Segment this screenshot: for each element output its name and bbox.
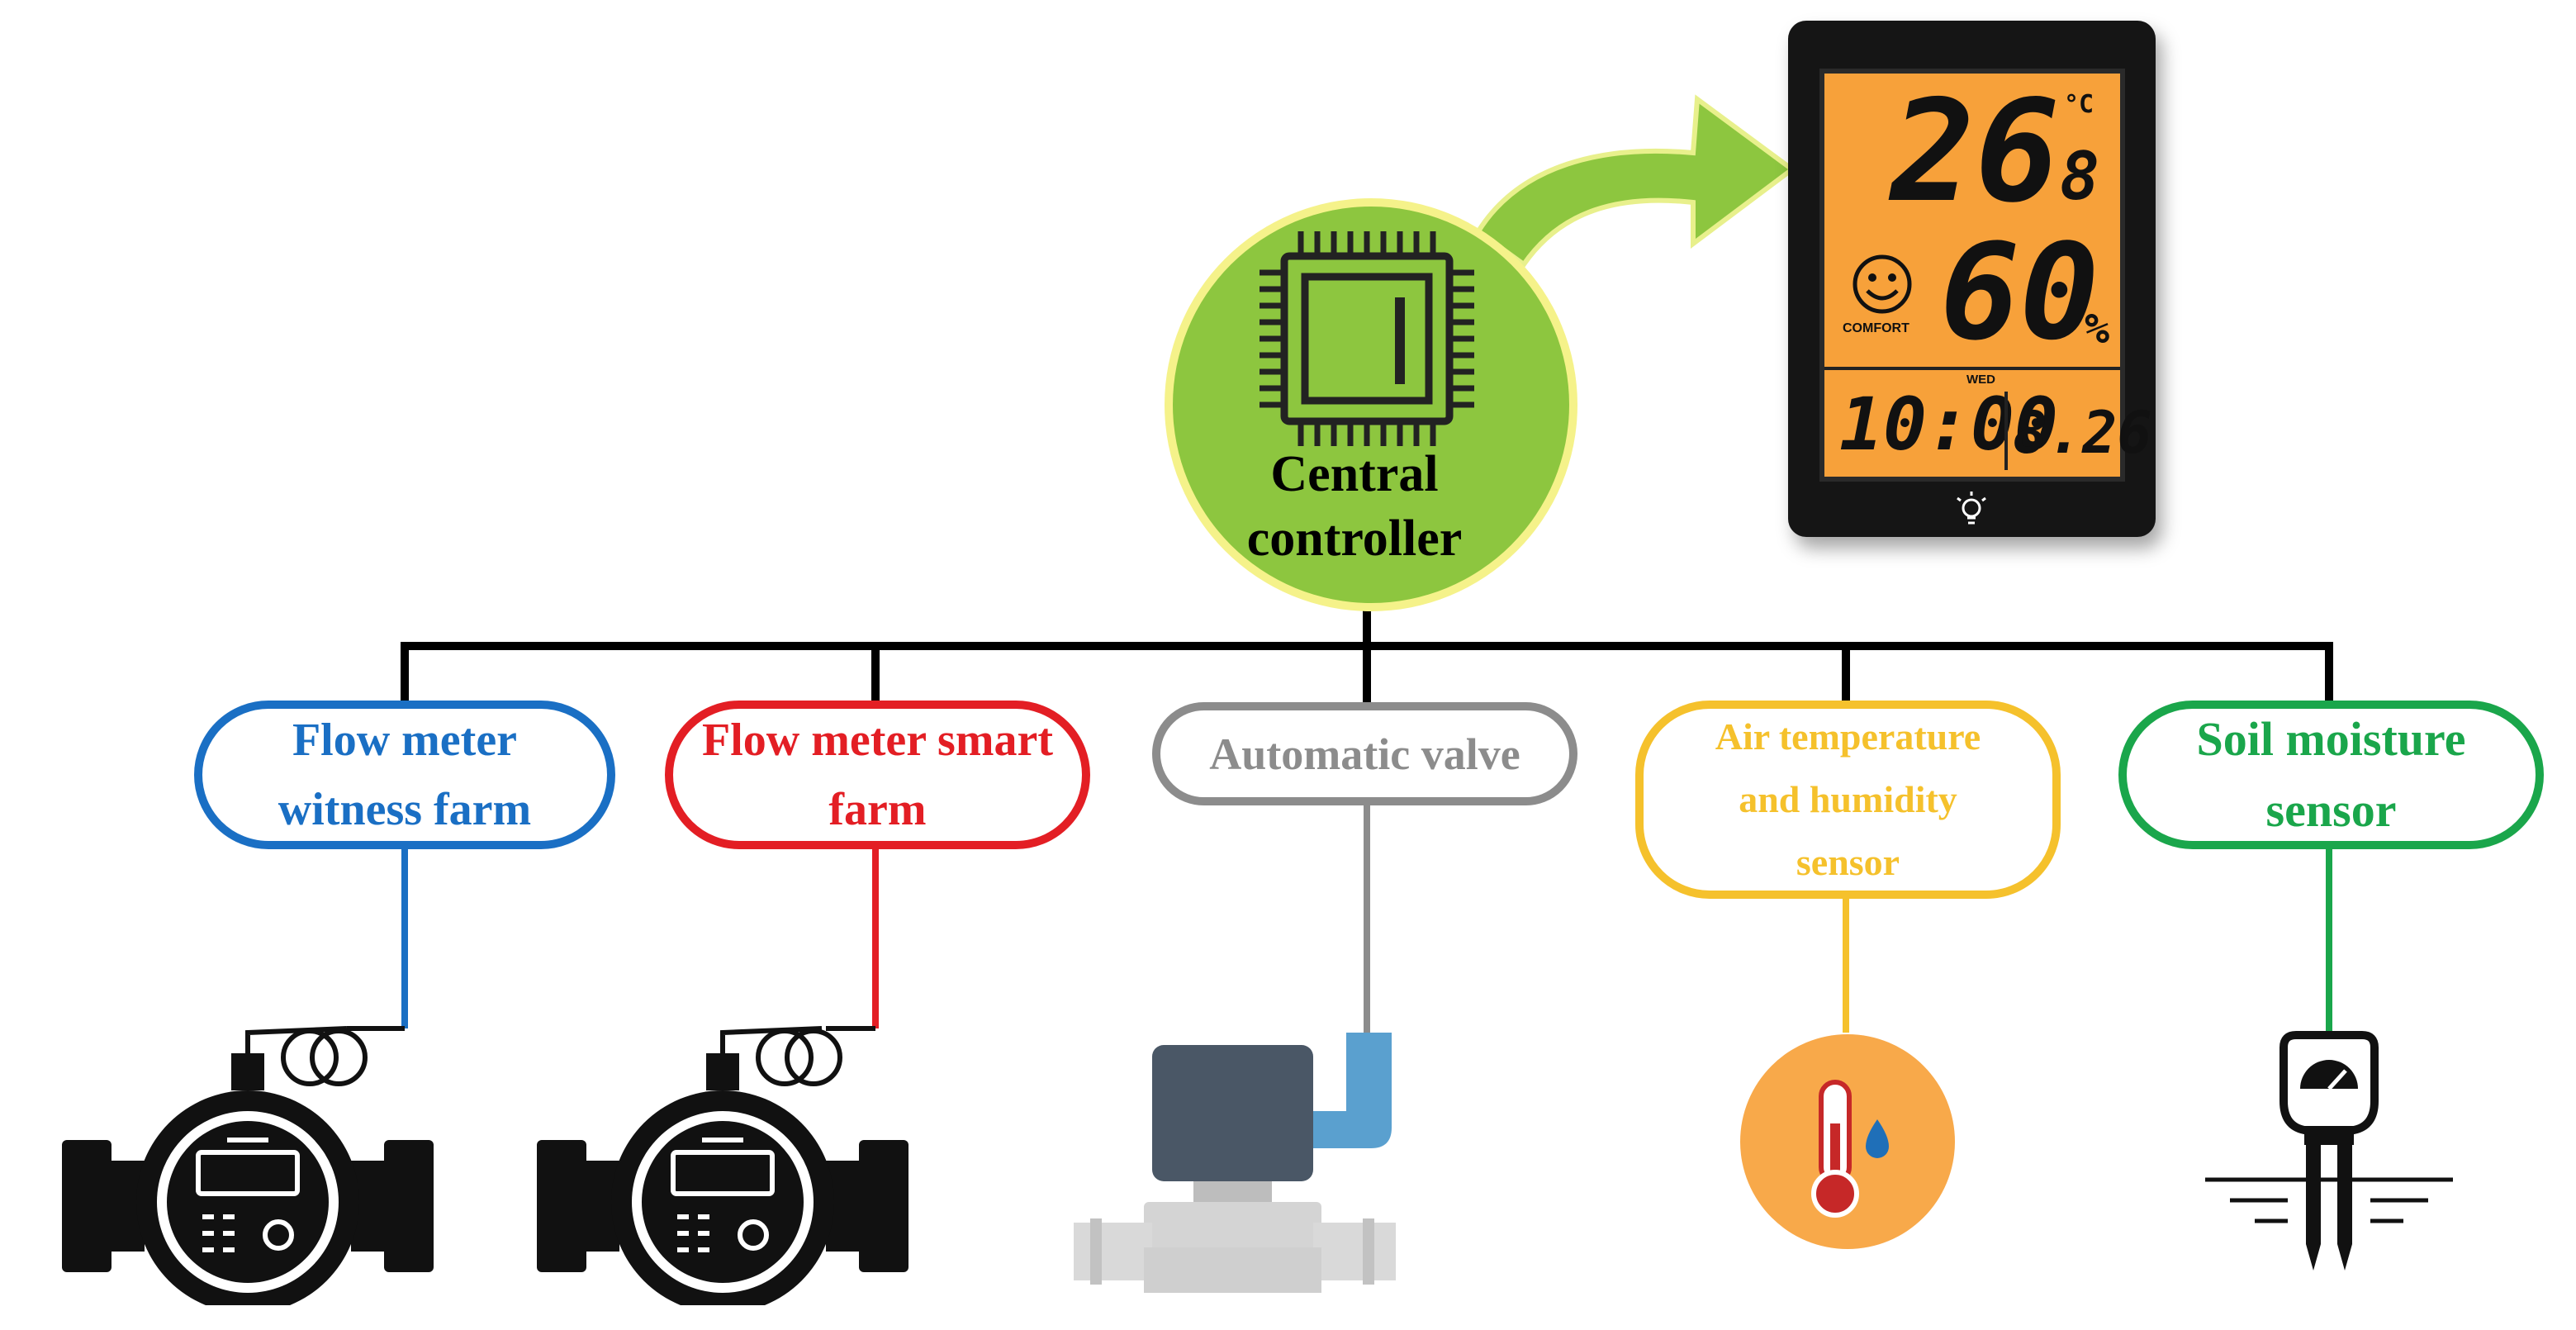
node-pill-automatic-valve: Automatic valve bbox=[1152, 702, 1577, 805]
node-label-line: Air temperature bbox=[1715, 715, 1981, 758]
solenoid-valve-icon bbox=[1074, 1033, 1396, 1293]
controller-label: Central controller bbox=[1246, 446, 1463, 567]
curved-arrow-icon bbox=[1474, 94, 1797, 268]
time-value: 10:00 bbox=[1839, 382, 2058, 467]
humidity-unit: % bbox=[2085, 305, 2110, 353]
node-label-line: sensor bbox=[1796, 841, 1900, 883]
node-label-line: sensor bbox=[2265, 783, 2397, 837]
humidity-value: 60 bbox=[1940, 215, 2099, 369]
smiley-icon bbox=[1853, 254, 1912, 314]
lightbulb-icon bbox=[1957, 492, 1986, 525]
node-label-line: Soil moisture bbox=[2196, 712, 2466, 766]
central-controller bbox=[1165, 198, 1577, 611]
display-device: 26 8 °C COMFORT 60 % WED 10:00 8.26 bbox=[1788, 21, 2156, 537]
day-label: WED bbox=[1966, 373, 1995, 387]
temperature-decimal: 8 bbox=[2060, 138, 2100, 215]
flow-meter-icon bbox=[537, 1026, 908, 1305]
node-label-line: witness farm bbox=[278, 784, 532, 835]
node-pill-flow-meter-smart: Flow meter smart farm bbox=[665, 701, 1090, 849]
temperature-unit: °C bbox=[2064, 90, 2094, 119]
comfort-label: COMFORT bbox=[1843, 321, 1909, 335]
thermometer-droplet-icon bbox=[1740, 1034, 1955, 1249]
node-pill-air-temp-humidity: Air temperature and humidity sensor bbox=[1635, 701, 2061, 899]
temperature-value: 26 bbox=[1890, 70, 2060, 234]
node-pill-flow-meter-witness: Flow meter witness farm bbox=[194, 701, 615, 849]
node-pill-soil-moisture: Soil moisture sensor bbox=[2118, 701, 2544, 849]
node-label-line: farm bbox=[828, 784, 927, 835]
cpu-chip-icon bbox=[1260, 231, 1474, 446]
output-arrow bbox=[1474, 94, 1797, 268]
node-label-line: Flow meter smart bbox=[701, 715, 1053, 766]
soil-moisture-probe-icon bbox=[2205, 1031, 2453, 1271]
flow-meter-icon bbox=[62, 1026, 434, 1305]
node-label-line: and humidity bbox=[1739, 778, 1957, 820]
node-label-line: Automatic valve bbox=[1209, 729, 1520, 779]
lcd-screen: 26 8 °C COMFORT 60 % WED 10:00 8.26 bbox=[1819, 69, 2152, 482]
node-label-line: Flow meter bbox=[292, 715, 518, 766]
date-value: 8.26 bbox=[2013, 399, 2152, 467]
